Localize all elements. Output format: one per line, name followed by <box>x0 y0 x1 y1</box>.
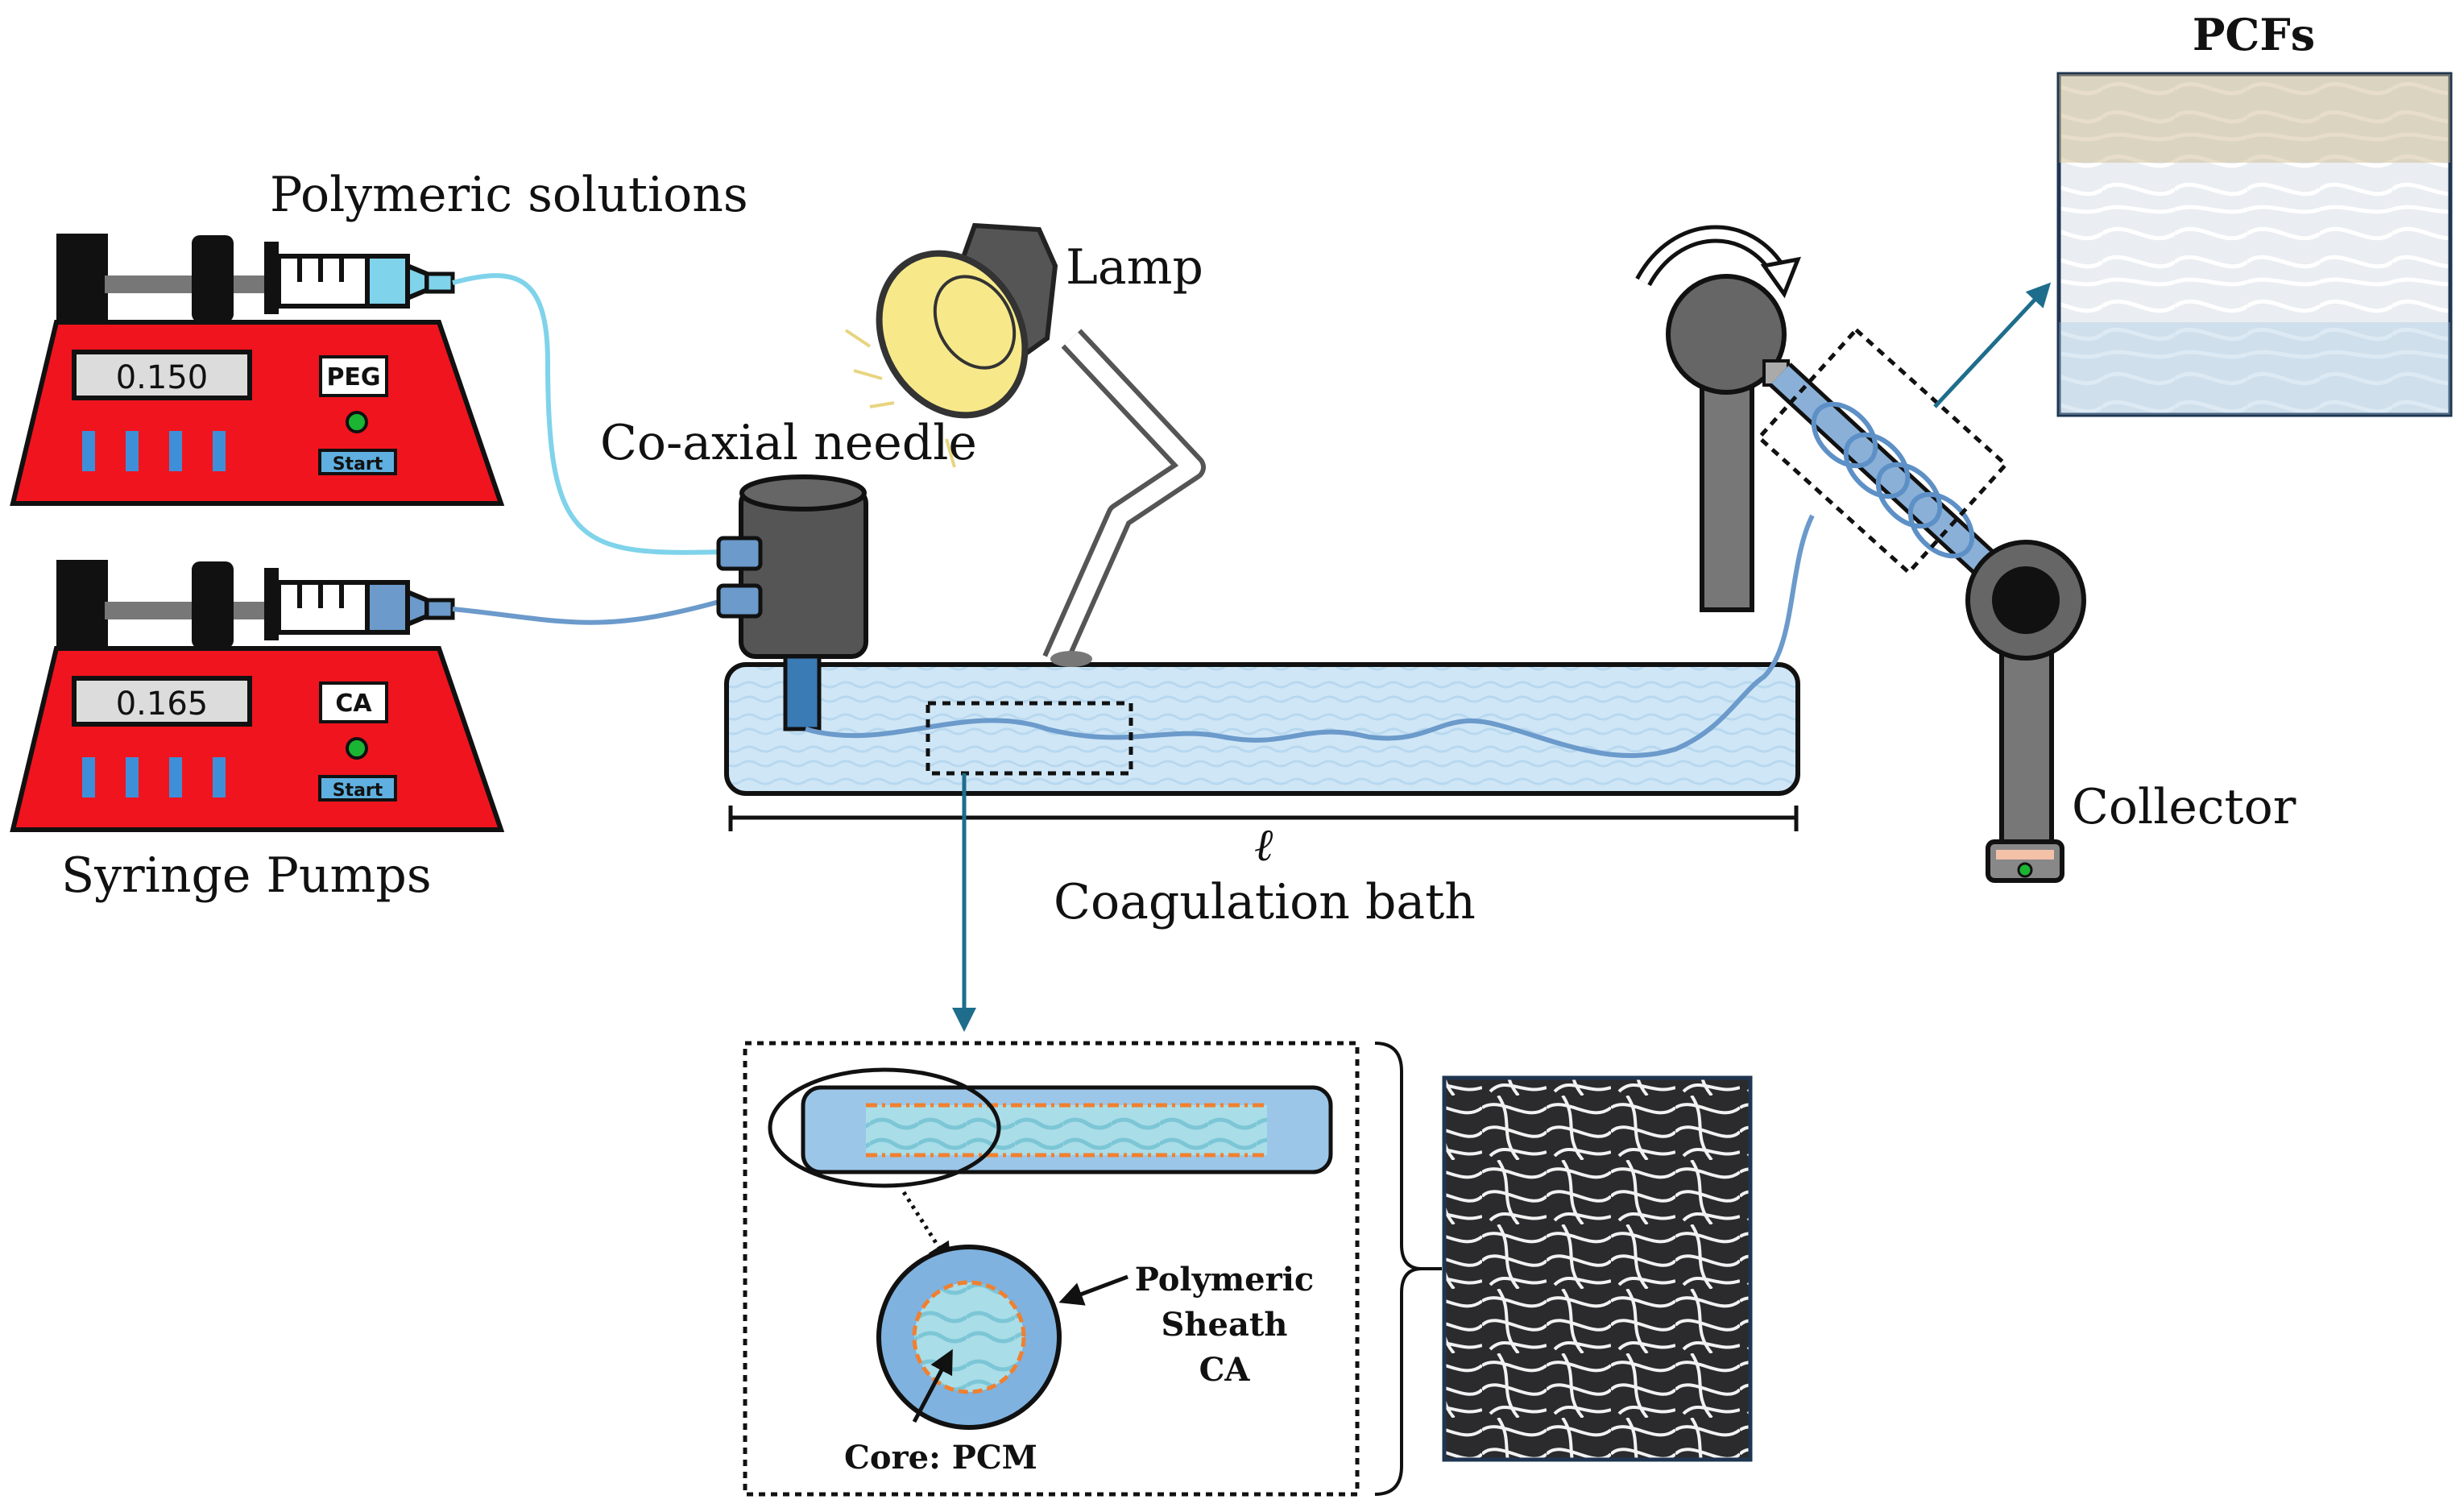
photo-arrow-icon <box>1933 282 2052 408</box>
pump-key[interactable] <box>169 757 182 797</box>
pump-clamp-left <box>56 234 108 322</box>
label-coagulation-bath: Coagulation bath <box>1054 874 1476 930</box>
coagulation-bath <box>724 662 1800 796</box>
section-arrow-icon <box>901 1191 952 1268</box>
pump-key[interactable] <box>126 757 139 797</box>
pump-clamp-right <box>192 561 234 648</box>
pump-key[interactable] <box>213 757 226 797</box>
plunger-head <box>264 242 279 314</box>
label-polymeric-solutions: Polymeric solutions <box>270 167 748 223</box>
syringe-nozzle <box>424 271 455 294</box>
label-pcfs: PCFs <box>2193 9 2315 60</box>
lamp-icon <box>844 222 1206 667</box>
plunger-rod-2 <box>234 602 266 619</box>
pcf-photo <box>2056 72 2453 417</box>
label-length-symbol: ℓ <box>1255 818 1274 872</box>
pump-display-value: 0.150 <box>116 359 209 396</box>
pump-display <box>72 676 252 727</box>
label-coaxial-needle: Co-axial needle <box>600 415 977 471</box>
tube-peg <box>452 273 726 555</box>
coaxial-needle <box>716 474 868 731</box>
pump-body <box>10 646 505 832</box>
syringe-nozzle <box>424 598 455 620</box>
core-pointer-icon <box>912 1348 953 1423</box>
label-collector: Collector <box>2072 779 2296 835</box>
fiber-core-longitudinal <box>866 1105 1267 1155</box>
plunger-head <box>264 568 279 640</box>
tube-ca <box>452 598 726 625</box>
collector <box>1635 225 2086 883</box>
pump-start-label: Start <box>333 454 383 474</box>
syringe-pump-2: 0.165 CA Start <box>10 560 505 832</box>
pump-start-button[interactable] <box>318 449 397 475</box>
label-sheath-line1: Polymeric <box>1135 1261 1315 1299</box>
label-sheath-line3: CA <box>1199 1351 1251 1389</box>
detail-inset-box <box>743 1041 1360 1497</box>
fiber-strand <box>805 514 1815 758</box>
pump-led <box>346 411 368 433</box>
pump-start-label: Start <box>333 781 383 801</box>
pump-tag <box>319 355 388 397</box>
pump-key[interactable] <box>82 431 95 471</box>
pump-tag <box>319 681 388 723</box>
fiber-core-cross-section <box>912 1280 1026 1394</box>
label-syringe-pumps: Syringe Pumps <box>61 847 432 904</box>
pump-clamp-left <box>56 560 108 648</box>
plunger-rod-2 <box>234 275 266 293</box>
pump-display <box>72 350 252 400</box>
cross-section-highlight <box>768 1067 1001 1188</box>
pump-body <box>10 320 505 506</box>
fiber-highlight-box <box>926 701 1133 776</box>
curly-brace <box>1374 1042 1422 1496</box>
label-sheath-line2: Sheath <box>1162 1306 1288 1344</box>
pump-key[interactable] <box>213 431 226 471</box>
pump-key[interactable] <box>126 431 139 471</box>
pump-display-value: 0.165 <box>116 686 209 723</box>
plunger-rod <box>105 275 197 293</box>
syringe-pump-1: 0.150 PEG Start <box>10 234 505 506</box>
pump-led <box>346 737 368 760</box>
syringe-fluid <box>365 254 410 309</box>
plunger-rod <box>105 602 197 619</box>
pump-tag-label: PEG <box>326 363 380 391</box>
sheath-pointer-icon <box>1058 1274 1128 1306</box>
label-lamp: Lamp <box>1066 239 1203 296</box>
syringe-fluid <box>365 580 410 635</box>
label-core: Core: PCM <box>844 1439 1037 1477</box>
pump-key[interactable] <box>82 757 95 797</box>
pump-clamp-right <box>192 235 234 322</box>
pump-tag-label: CA <box>335 690 372 718</box>
fiber-bundle-photo <box>1442 1075 1753 1462</box>
pump-key[interactable] <box>169 431 182 471</box>
pump-start-button[interactable] <box>318 775 397 802</box>
